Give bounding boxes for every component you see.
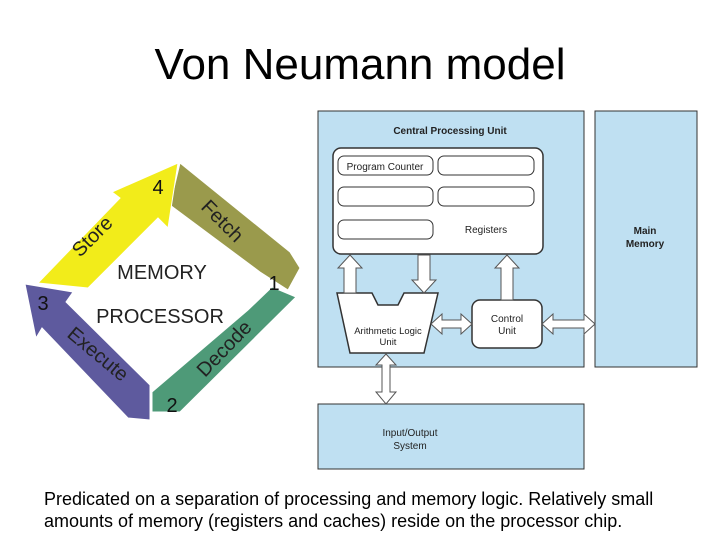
- step-number-1: 1: [268, 273, 279, 295]
- main-memory-line1: Main: [634, 226, 657, 237]
- io-system-line2: System: [393, 441, 426, 452]
- control-unit-line2: Unit: [498, 326, 516, 337]
- architecture-diagram: Central Processing Unit Program Counter …: [317, 110, 698, 470]
- main-memory-line2: Memory: [626, 239, 665, 250]
- control-memory-arrow: [541, 312, 596, 336]
- program-counter-register: [337, 155, 434, 176]
- cpu-title: Central Processing Unit: [393, 126, 507, 137]
- step-number-2: 2: [166, 395, 177, 417]
- io-system-box: [317, 403, 585, 470]
- data-flow-arrows: [336, 254, 596, 405]
- main-memory-box: [594, 110, 698, 368]
- center-processor-label: PROCESSOR: [96, 306, 224, 328]
- alu-label-line2: Unit: [380, 337, 397, 348]
- center-memory-label: MEMORY: [117, 262, 207, 284]
- instruction-cycle: 4 1 2 3 Store Fetch Decode Execute MEMOR…: [24, 162, 301, 421]
- registers-to-alu-arrow: [410, 254, 438, 294]
- program-counter-label: Program Counter: [347, 162, 424, 173]
- store-arrow: [36, 162, 179, 289]
- decode-arrow: [151, 286, 297, 413]
- alu-io-arrow: [374, 353, 398, 405]
- alu-shape: [336, 292, 439, 354]
- control-unit-line1: Control: [491, 314, 523, 325]
- io-system-line1: Input/Output: [382, 428, 437, 439]
- step-number-3: 3: [37, 293, 48, 315]
- alu-to-registers-arrow: [336, 254, 364, 294]
- alu-label-line1: Arithmetic Logic: [354, 326, 422, 337]
- alu-control-arrow: [430, 312, 473, 336]
- register-slot: [437, 186, 535, 207]
- control-to-registers-arrow: [493, 254, 521, 301]
- slide-caption: Predicated on a separation of processing…: [44, 489, 654, 531]
- register-slot: [437, 155, 535, 176]
- register-slot: [337, 186, 434, 207]
- register-slot: [337, 219, 434, 240]
- step-number-4: 4: [152, 177, 163, 199]
- slide-title: Von Neumann model: [154, 40, 566, 89]
- registers-label: Registers: [465, 225, 507, 236]
- execute-arrow: [24, 283, 151, 421]
